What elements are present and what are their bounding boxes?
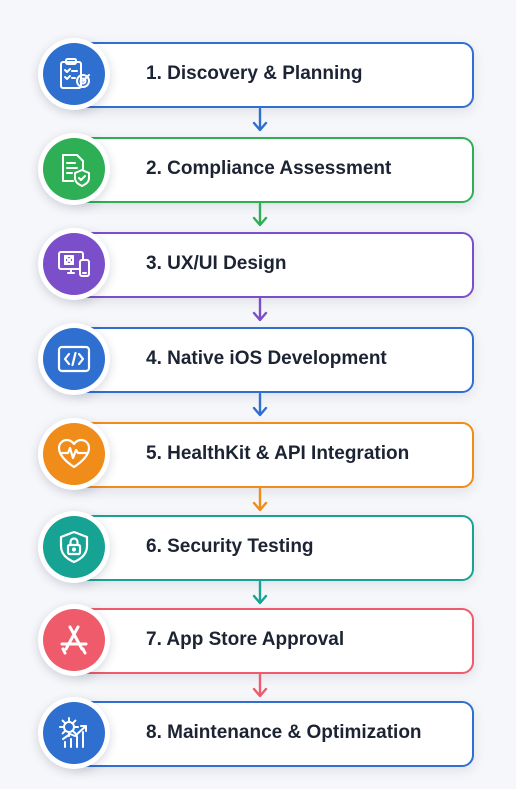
step-7-badge	[38, 604, 110, 676]
flow-arrow-3	[252, 297, 268, 322]
flow-arrow-4	[252, 392, 268, 417]
heart-pulse-icon	[57, 438, 91, 469]
step-7: 7. App Store Approval	[38, 604, 474, 676]
step-4-badge	[38, 323, 110, 395]
step-1: 1. Discovery & Planning	[38, 38, 474, 110]
step-6-label: 6. Security Testing	[146, 536, 314, 557]
step-5-badge	[38, 418, 110, 490]
step-8-badge	[38, 697, 110, 769]
flow-arrow-2	[252, 202, 268, 227]
step-4: 4. Native iOS Development	[38, 323, 474, 395]
flow-arrow-7	[252, 673, 268, 698]
step-2-card	[74, 137, 474, 203]
gear-chart-icon	[59, 717, 87, 748]
step-5-card	[74, 422, 474, 488]
step-2-badge	[38, 133, 110, 205]
flow-arrow-5	[252, 487, 268, 512]
step-6-card	[74, 515, 474, 581]
step-1-card	[74, 42, 474, 108]
step-4-label: 4. Native iOS Development	[146, 348, 387, 369]
step-3-badge	[38, 228, 110, 300]
clipboard-target-icon	[60, 58, 90, 89]
step-8-label: 8. Maintenance & Optimization	[146, 722, 422, 743]
step-2: 2. Compliance Assessment	[38, 133, 474, 205]
step-2-label: 2. Compliance Assessment	[146, 158, 392, 179]
step-7-label: 7. App Store Approval	[146, 629, 345, 650]
step-8: 8. Maintenance & Optimization	[38, 697, 474, 769]
step-6-badge	[38, 511, 110, 583]
step-6: 6. Security Testing	[38, 511, 474, 583]
step-3: 3. UX/UI Design	[38, 228, 474, 300]
flow-arrow-1	[252, 107, 268, 132]
document-shield-icon	[62, 154, 90, 187]
step-4-card	[74, 327, 474, 393]
flow-arrow-6	[252, 580, 268, 605]
step-5-label: 5. HealthKit & API Integration	[146, 443, 410, 464]
code-brackets-icon	[57, 345, 91, 373]
app-store-icon	[60, 625, 88, 655]
step-8-card	[74, 701, 474, 767]
step-5: 5. HealthKit & API Integration	[38, 418, 474, 490]
step-7-card	[74, 608, 474, 674]
step-3-label: 3. UX/UI Design	[146, 253, 287, 274]
shield-lock-icon	[59, 530, 89, 564]
step-1-badge	[38, 38, 110, 110]
monitor-phone-icon	[58, 251, 90, 277]
step-1-label: 1. Discovery & Planning	[146, 63, 363, 84]
